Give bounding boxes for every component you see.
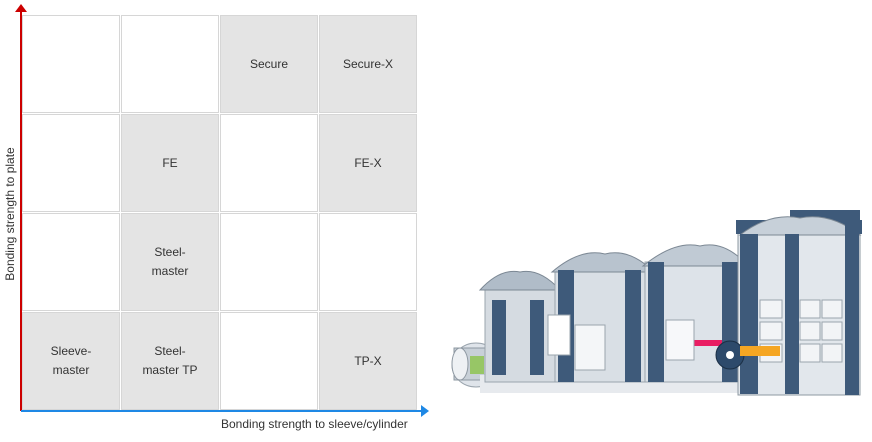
matrix-cell-empty — [220, 114, 318, 212]
matrix-cell-empty — [22, 213, 120, 311]
matrix-cell-sleeve-master: Sleeve- master — [22, 312, 120, 410]
matrix-cell-steel-master: Steel- master — [121, 213, 219, 311]
matrix-cell-empty — [319, 213, 417, 311]
matrix-cell-empty — [220, 312, 318, 410]
product-label: Steel- master — [151, 245, 189, 278]
product-label: FE-X — [354, 155, 382, 170]
matrix-cell-empty — [22, 114, 120, 212]
printing-press-image — [451, 210, 862, 396]
x-axis-arrow — [421, 405, 429, 417]
matrix-cell-empty — [220, 213, 318, 311]
product-label: Secure-X — [342, 56, 394, 71]
product-label: Secure — [249, 56, 289, 71]
product-label: Steel- master TP — [142, 344, 198, 377]
matrix-cell-secure: Secure — [220, 15, 318, 113]
matrix-cell-fe: FE — [121, 114, 219, 212]
matrix-cell-empty — [121, 15, 219, 113]
matrix-cell-empty — [22, 15, 120, 113]
matrix-cell-fe-x: FE-X — [319, 114, 417, 212]
x-axis-label: Bonding strength to sleeve/cylinder — [221, 417, 408, 431]
product-label: Sleeve- master — [50, 344, 92, 377]
y-axis-arrow — [15, 4, 27, 12]
product-label: TP-X — [354, 353, 382, 368]
product-label: FE — [162, 155, 178, 170]
y-axis-label: Bonding strength to plate — [3, 147, 17, 281]
matrix-cell-tp-x: TP-X — [319, 312, 417, 410]
matrix-cell-secure-x: Secure-X — [319, 15, 417, 113]
matrix-cell-steel-master-tp: Steel- master TP — [121, 312, 219, 410]
